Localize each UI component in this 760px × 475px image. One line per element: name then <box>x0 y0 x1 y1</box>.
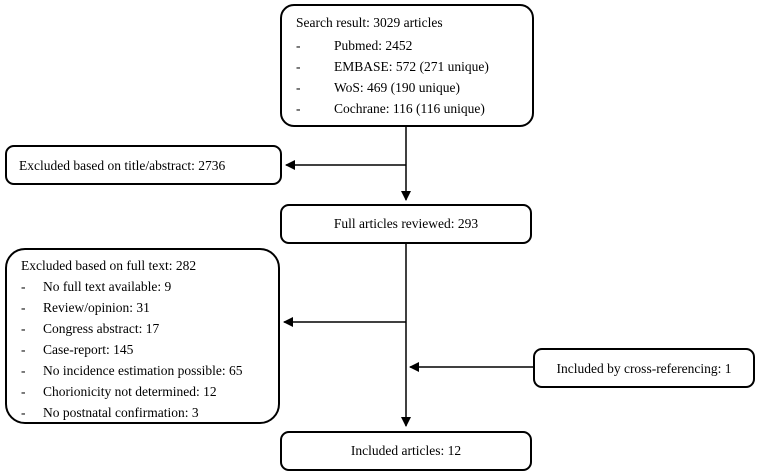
search-item-wos: WoS: 469 (190 unique) <box>334 80 461 95</box>
excluded-item-congress: Congress abstract: 17 <box>43 321 160 336</box>
search-bullet: - <box>296 80 301 95</box>
excluded-bullet: - <box>21 279 26 294</box>
full-reviewed-text: Full articles reviewed: 293 <box>333 216 479 231</box>
search-item-cochrane: Cochrane: 116 (116 unique) <box>334 101 485 116</box>
excluded-bullet: - <box>21 363 26 378</box>
search-bullet: - <box>296 38 301 53</box>
excluded-item-postnatal: No postnatal confirmation: 3 <box>43 405 199 420</box>
excluded-title-box: Excluded based on title/abstract: 2736 <box>5 145 282 185</box>
excluded-item-case-report: Case-report: 145 <box>43 342 134 357</box>
search-result-box: Search result: 3029 articles - Pubmed: 2… <box>280 4 534 127</box>
excluded-full-box: Excluded based on full text: 282 - No fu… <box>5 248 280 424</box>
excluded-bullet: - <box>21 300 26 315</box>
search-item-embase: EMBASE: 572 (271 unique) <box>334 59 489 74</box>
included-text: Included articles: 12 <box>350 443 462 458</box>
search-title: Search result: 3029 articles <box>296 15 443 30</box>
included-box: Included articles: 12 <box>280 431 532 471</box>
excluded-item-no-incidence: No incidence estimation possible: 65 <box>43 363 243 378</box>
excluded-title-text: Excluded based on title/abstract: 2736 <box>19 158 226 173</box>
excluded-bullet: - <box>21 405 26 420</box>
excluded-full-title: Excluded based on full text: 282 <box>21 258 197 273</box>
search-bullet: - <box>296 101 301 116</box>
excluded-bullet: - <box>21 342 26 357</box>
excluded-bullet: - <box>21 384 26 399</box>
excluded-item-chorionicity: Chorionicity not determined: 12 <box>43 384 217 399</box>
search-bullet: - <box>296 59 301 74</box>
excluded-item-no-full-text: No full text available: 9 <box>43 279 172 294</box>
full-reviewed-box: Full articles reviewed: 293 <box>280 204 532 244</box>
excluded-item-review: Review/opinion: 31 <box>43 300 150 315</box>
search-item-pubmed: Pubmed: 2452 <box>334 38 413 53</box>
cross-ref-box: Included by cross-referencing: 1 <box>533 348 755 388</box>
excluded-bullet: - <box>21 321 26 336</box>
cross-ref-text: Included by cross-referencing: 1 <box>556 361 732 376</box>
